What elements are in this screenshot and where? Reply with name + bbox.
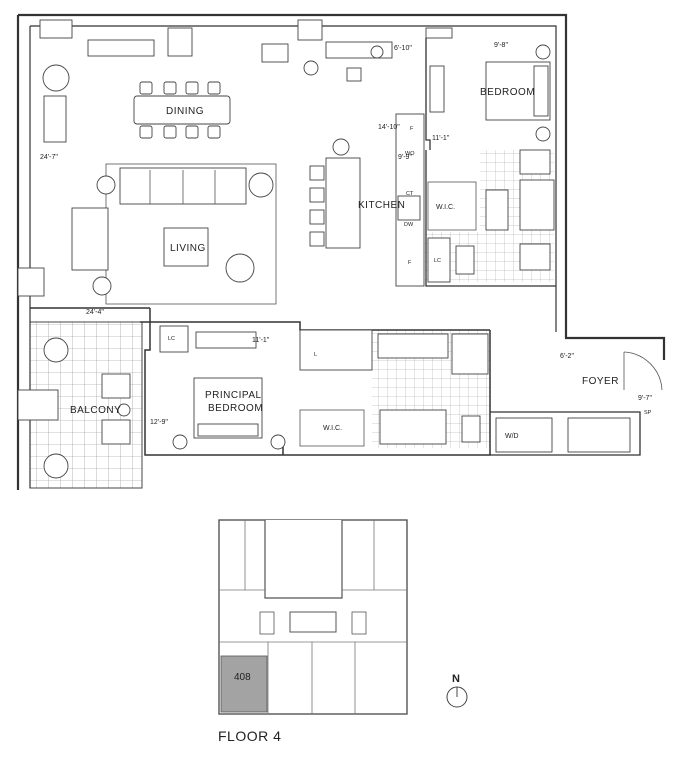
dimension-label: 12'-9" xyxy=(150,419,168,426)
credenza xyxy=(87,39,155,57)
dimension-label: 24'-4" xyxy=(86,309,104,316)
dining-table xyxy=(133,95,231,125)
appliance-label: CT xyxy=(406,191,414,197)
dimension-label: 11'-1" xyxy=(252,337,270,344)
dimension-label: 11'-1" xyxy=(432,135,450,142)
appliance-label: F xyxy=(408,260,412,266)
dimension-label: 9'-9" xyxy=(398,154,412,161)
dimension-label: 6'-2" xyxy=(560,353,574,360)
appliance-label: DW xyxy=(404,222,414,228)
room-label-balcony: BALCONY xyxy=(70,405,121,416)
window-frame xyxy=(167,27,193,57)
appliance-label: LC xyxy=(434,258,441,264)
appliance-label: L xyxy=(314,352,317,358)
desk-chair xyxy=(346,67,362,82)
kitchen-island xyxy=(325,157,361,249)
unit-408-highlight xyxy=(220,655,268,713)
entry-door xyxy=(623,351,663,391)
unit-408-plan xyxy=(16,13,666,490)
balcony-table xyxy=(17,389,59,421)
dimension-label: 9'-8" xyxy=(494,42,508,49)
dimension-label: 6'-10" xyxy=(394,45,412,52)
tv-unit xyxy=(261,43,289,63)
window-frame xyxy=(39,19,73,39)
room-label-kitchen: KITCHEN xyxy=(358,200,405,211)
room-label-wd: W/D xyxy=(505,433,519,440)
plant xyxy=(303,60,319,76)
appliance-label: LC xyxy=(168,336,175,342)
appliance-label: F xyxy=(410,126,414,132)
laundry-closet xyxy=(495,417,553,453)
dimension-label: 9'-7" xyxy=(638,395,652,402)
window-frame xyxy=(297,19,323,41)
dimension-label: 24'-7" xyxy=(40,154,58,161)
unit-number: 408 xyxy=(234,672,251,683)
appliance-label: SP xyxy=(644,410,652,416)
room-label-living: LIVING xyxy=(170,243,206,254)
room-label-foyer: FOYER xyxy=(582,376,619,387)
room-label-principal-bedroom-1: PRINCIPAL xyxy=(205,390,262,401)
key-plan xyxy=(218,519,468,715)
room-label-principal-bedroom-2: BEDROOM xyxy=(208,403,263,414)
room-label-dining: DINING xyxy=(166,106,204,117)
loveseat xyxy=(71,207,109,271)
window-frame xyxy=(425,27,453,39)
room-label-bedroom: BEDROOM xyxy=(480,87,535,98)
floor-label: FLOOR 4 xyxy=(218,728,282,744)
room-label-wic: W.I.C. xyxy=(436,204,455,211)
dimension-label: 14'-10" xyxy=(378,124,400,131)
north-label: N xyxy=(452,673,460,685)
coffee-table xyxy=(163,227,209,267)
wic-principal xyxy=(299,409,365,447)
wic-bedroom xyxy=(427,181,477,231)
appliance-label: WO xyxy=(405,151,415,157)
plant xyxy=(370,45,384,59)
room-label-wic: W.I.C. xyxy=(323,425,342,432)
